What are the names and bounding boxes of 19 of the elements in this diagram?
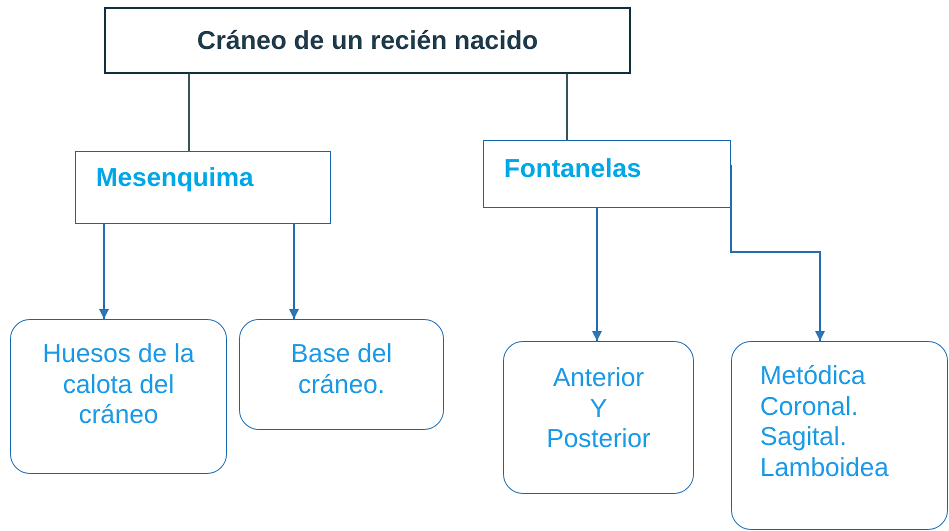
arrow	[592, 208, 602, 341]
item-text: Base del cráneo.	[290, 338, 394, 400]
category-box	[75, 151, 331, 224]
connector-line	[566, 74, 568, 140]
arrow	[289, 224, 299, 319]
item-text: Metódica Coronal. Sagital. Lamboidea	[760, 360, 889, 483]
item-box	[239, 319, 444, 430]
item-box	[10, 319, 227, 474]
item-text: Huesos de la calota del cráneo	[42, 338, 196, 430]
item-box	[731, 341, 948, 530]
heading: Fontanelas	[504, 153, 642, 184]
heading: Cráneo de un recién nacido	[197, 25, 538, 56]
category-box	[483, 140, 731, 208]
heading: Mesenquima	[96, 162, 255, 193]
item-box	[503, 341, 694, 494]
arrow	[99, 224, 109, 319]
connector-line	[188, 74, 190, 151]
title-box	[104, 7, 631, 74]
item-text: Anterior Y Posterior	[546, 362, 651, 454]
